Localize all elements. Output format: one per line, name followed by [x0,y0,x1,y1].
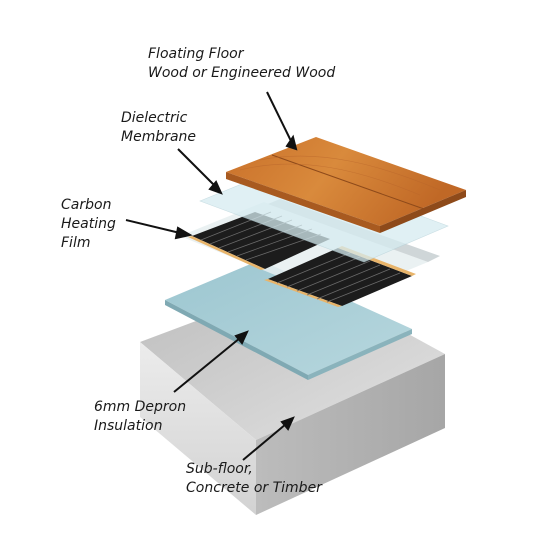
film-arrow-head [174,226,193,240]
floor-arrow-head [285,134,298,151]
subfloor-arrow-head [280,416,295,431]
film-arrow-line [125,219,181,234]
membrane-arrow-line [177,148,216,187]
carbon-heating-film-label-line3: Film [61,235,91,251]
floating-floor-label-line2: Wood or Engineered Wood [148,65,336,81]
floor-arrow-line [266,91,292,142]
carbon-heating-film-label-line1: Carbon [61,197,112,213]
membrane-arrow-head [208,180,223,195]
floating-floor-boards [226,137,466,233]
floating-floor-label-line1: Floating Floor [148,46,244,62]
insulation-label-line2: Insulation [94,418,163,434]
leader-arrows [125,91,298,461]
carbon-heating-film-label: Carbon Heating Film [61,196,116,253]
dielectric-membrane-label: Dielectric Membrane [121,109,196,147]
subfloor-label-line2: Concrete or Timber [186,480,322,496]
carbon-heating-film-label-line2: Heating [61,216,116,232]
subfloor-arrow-line [242,423,287,461]
dielectric-membrane-label-line1: Dielectric [121,110,188,126]
subfloor-label-line1: Sub-floor, [186,461,253,477]
insulation-arrow-head [234,330,249,345]
insulation-label-line1: 6mm Depron [94,399,187,415]
dielectric-membrane-label-line2: Membrane [121,129,197,145]
floating-floor-label: Floating Floor Wood or Engineered Wood [148,45,335,83]
subfloor-label: Sub-floor, Concrete or Timber [186,460,322,498]
insulation-label: 6mm Depron Insulation [94,398,186,436]
insulation-arrow-line [173,337,241,393]
